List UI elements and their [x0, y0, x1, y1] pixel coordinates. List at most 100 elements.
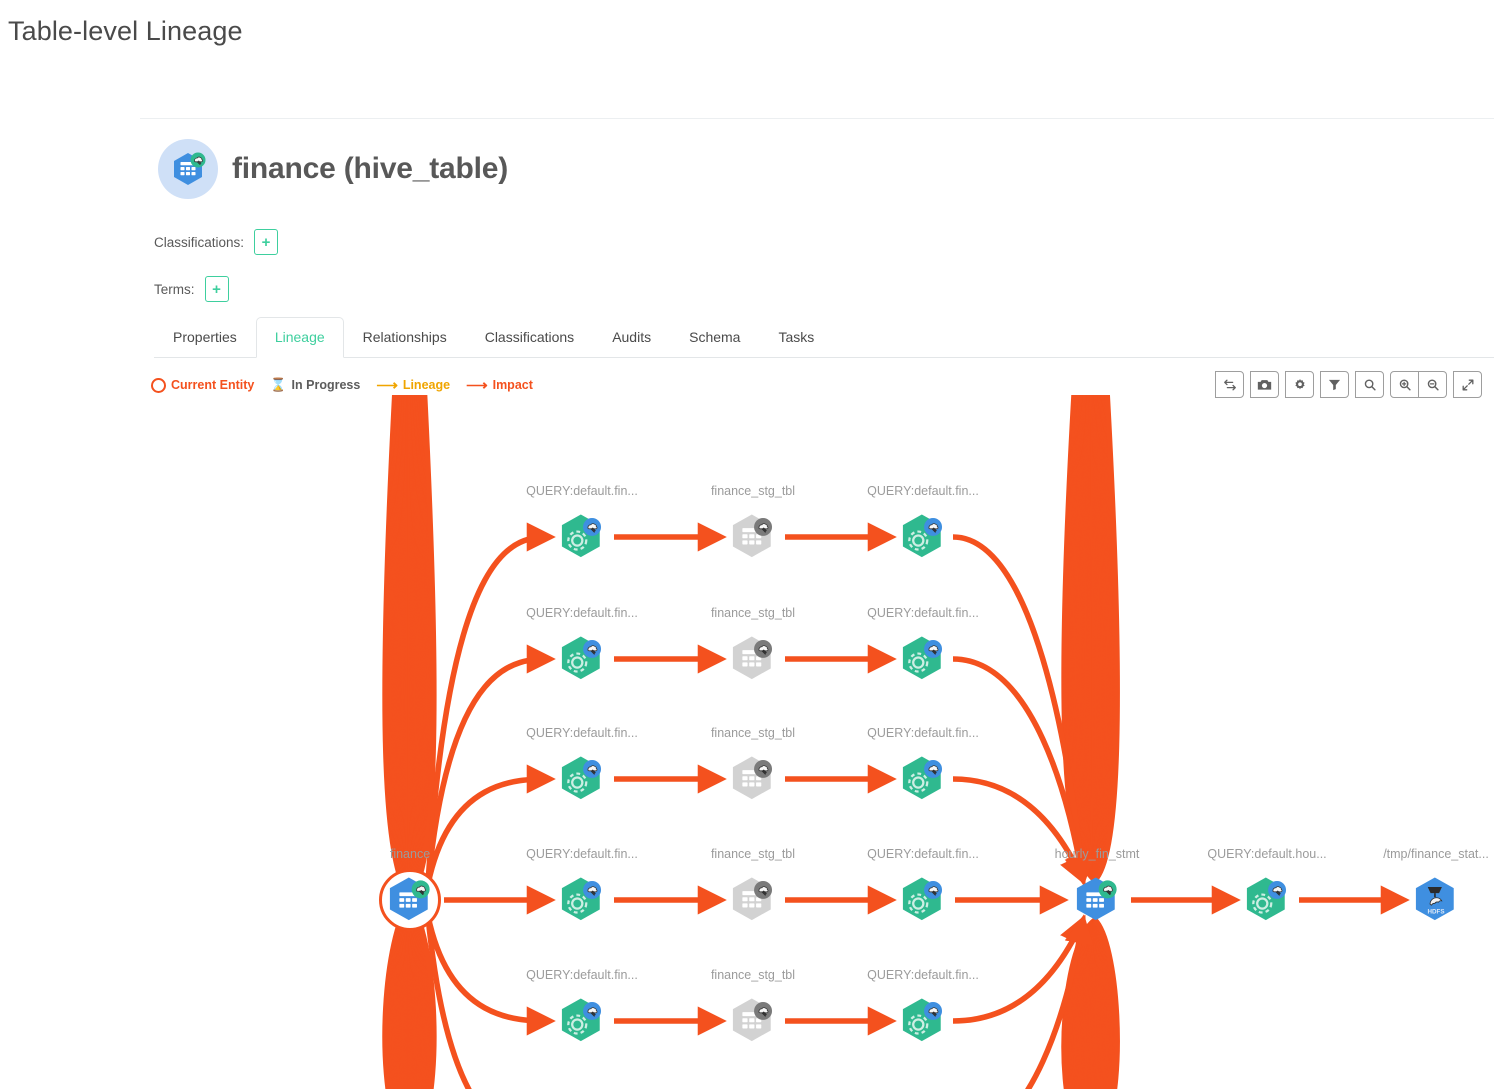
expand-icon [1462, 379, 1473, 390]
graph-node-q1b[interactable] [895, 511, 951, 563]
graph-node-q1a[interactable] [554, 511, 610, 563]
node-label: finance_stg_tbl [710, 606, 796, 620]
toolbar-group-settings [1285, 371, 1314, 398]
zoom-in-icon [1399, 378, 1411, 390]
lineage-edge [1092, 918, 1120, 1089]
tab-lineage[interactable]: Lineage [255, 317, 344, 358]
entity-header: finance (hive_table) [158, 139, 508, 199]
toolbar-group-fullscreen [1453, 371, 1482, 398]
node-label: finance_stg_tbl [710, 968, 796, 982]
graph-node-q2a[interactable] [554, 633, 610, 685]
settings-button[interactable] [1285, 371, 1314, 398]
table-node-icon [732, 877, 773, 921]
graph-node-q2b[interactable] [895, 633, 951, 685]
node-label: QUERY:default.fin... [526, 726, 638, 740]
entity-detail-panel: finance (hive_table) Classifications: + … [140, 118, 1494, 1089]
lineage-edge [952, 534, 1096, 886]
entity-tabs: Properties Lineage Relationships Classifica… [154, 314, 1494, 358]
toolbar-group-zoom [1390, 371, 1447, 398]
node-label: QUERY:default.fin... [867, 726, 979, 740]
entity-name: finance (hive_table) [232, 152, 509, 185]
lineage-edge [1093, 395, 1120, 882]
graph-node-s3[interactable] [725, 753, 781, 805]
legend-item-in-progress: ⌛In Progress [270, 377, 360, 393]
reset-layout-button[interactable] [1215, 371, 1244, 398]
terms-row: Terms: + [154, 276, 229, 302]
tab-audits[interactable]: Audits [612, 329, 652, 345]
process-node-icon [902, 756, 943, 800]
graph-node-s1[interactable] [725, 511, 781, 563]
node-label: finance_stg_tbl [710, 484, 796, 498]
graph-node-s4[interactable] [725, 874, 781, 926]
node-label: QUERY:default.fin... [867, 847, 979, 861]
tab-tasks[interactable]: Tasks [778, 329, 815, 345]
filter-icon [1328, 379, 1341, 391]
node-label: QUERY:default.fin... [867, 606, 979, 620]
svg-text:HDFS: HDFS [1427, 909, 1444, 916]
tab-properties[interactable]: Properties [173, 329, 237, 345]
lineage-edge [425, 764, 556, 885]
node-label: finance_stg_tbl [710, 847, 796, 861]
lineage-edges [382, 395, 1410, 1089]
graph-node-q5a[interactable] [554, 995, 610, 1047]
lineage-edge [425, 522, 556, 885]
graph-node-qhouse[interactable] [1239, 874, 1295, 926]
node-label: QUERY:default.fin... [526, 606, 638, 620]
node-label: QUERY:default.fin... [526, 847, 638, 861]
hive-table-node-icon [389, 877, 430, 921]
process-node-icon [561, 877, 602, 921]
add-term-button[interactable]: + [204, 276, 229, 302]
tab-schema[interactable]: Schema [689, 329, 741, 345]
legend-label: Impact [492, 378, 533, 392]
table-node-icon [732, 998, 773, 1042]
process-node-icon [561, 998, 602, 1042]
graph-node-hourly[interactable] [1069, 874, 1125, 926]
hive-table-node-icon [1076, 877, 1117, 921]
terms-label: Terms: [154, 281, 195, 297]
screenshot-button[interactable] [1250, 371, 1279, 398]
graph-node-s2[interactable] [725, 633, 781, 685]
search-icon [1364, 378, 1376, 390]
lineage-edge [1024, 914, 1094, 1089]
tab-classifications[interactable]: Classifications [484, 329, 575, 345]
graph-node-s5[interactable] [725, 995, 781, 1047]
graph-node-q4a[interactable] [554, 874, 610, 926]
graph-node-hdfs[interactable]: HDFS [1408, 874, 1464, 926]
legend-item-current-entity: Current Entity [151, 377, 254, 393]
zoom-in-button[interactable] [1390, 371, 1419, 398]
graph-node-finance[interactable] [379, 869, 441, 931]
lineage-edge [425, 915, 556, 1036]
graph-node-q3a[interactable] [554, 753, 610, 805]
zoom-out-icon [1427, 378, 1439, 390]
filter-button[interactable] [1320, 371, 1349, 398]
arrow-right-icon: ⟶ [466, 376, 488, 394]
node-label: hourly_fin_stmt [1054, 847, 1140, 861]
node-label: QUERY:default.fin... [526, 968, 638, 982]
fullscreen-button[interactable] [1453, 371, 1482, 398]
graph-node-q3b[interactable] [895, 753, 951, 805]
lineage-edge [952, 656, 1094, 886]
process-node-icon [561, 514, 602, 558]
hive-table-icon [158, 139, 218, 199]
legend-item-impact: ⟶ Impact [466, 378, 533, 393]
search-button[interactable] [1355, 371, 1384, 398]
zoom-out-button[interactable] [1419, 371, 1447, 398]
toolbar-group-search [1355, 371, 1384, 398]
classifications-label: Classifications: [154, 234, 245, 250]
lineage-legend: Current Entity ⌛In Progress ⟶ Lineage ⟶ Impac… [151, 377, 533, 393]
process-node-icon [561, 636, 602, 680]
circle-outline-icon [151, 377, 166, 393]
process-node-icon [902, 877, 943, 921]
legend-item-lineage: ⟶ Lineage [376, 378, 450, 393]
process-node-icon [902, 998, 943, 1042]
process-node-icon [902, 636, 943, 680]
graph-node-q4b[interactable] [895, 874, 951, 926]
node-label: QUERY:default.hou... [1207, 847, 1327, 861]
tab-relationships[interactable]: Relationships [362, 329, 447, 345]
gear-icon [1294, 378, 1305, 389]
add-classification-button[interactable]: + [254, 229, 279, 255]
legend-label: Lineage [402, 378, 451, 392]
graph-node-q5b[interactable] [895, 995, 951, 1047]
arrow-right-icon: ⟶ [376, 376, 398, 394]
